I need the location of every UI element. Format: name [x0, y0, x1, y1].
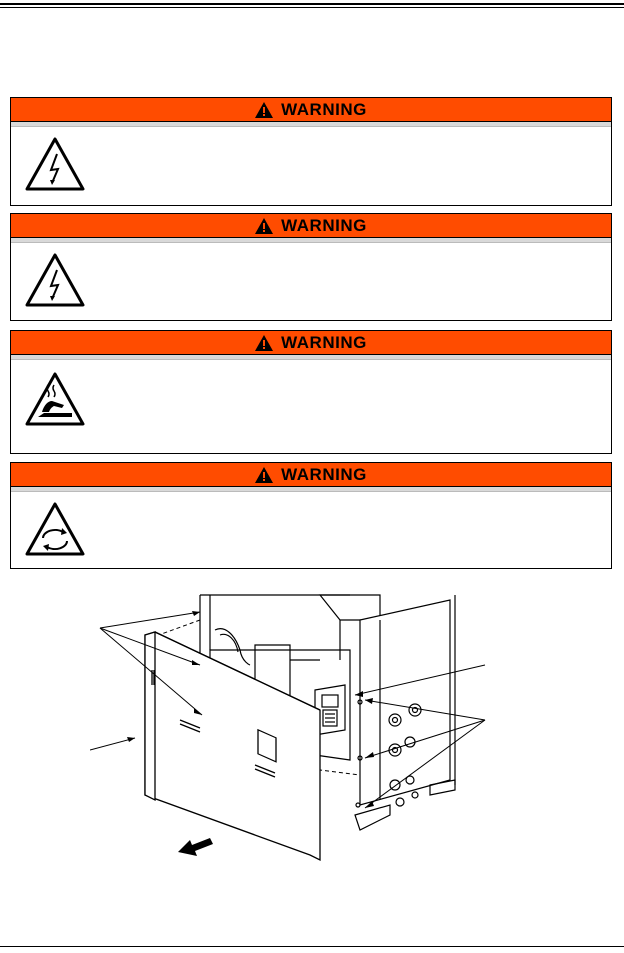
warning-box-rotating-parts: WARNING — [10, 462, 612, 569]
warning-title: WARNING — [281, 464, 367, 484]
warning-header: WARNING — [11, 214, 611, 238]
footer-rule — [0, 946, 624, 947]
warning-box-electric-1: WARNING — [10, 97, 612, 206]
header-rule — [0, 3, 624, 5]
front-panel-removal-illustration — [90, 594, 486, 862]
hot-surface-icon — [25, 372, 85, 426]
rotating-parts-icon — [25, 502, 85, 556]
electric-shock-icon — [25, 253, 85, 307]
alert-triangle-icon — [255, 101, 274, 118]
warning-header: WARNING — [11, 463, 611, 487]
alert-triangle-icon — [255, 217, 274, 234]
alert-triangle-icon — [255, 334, 274, 351]
warning-header: WARNING — [11, 331, 611, 355]
header-rule-thin — [0, 7, 624, 8]
warning-box-hot-surface: WARNING — [10, 330, 612, 454]
warning-header: WARNING — [11, 98, 611, 122]
warning-title: WARNING — [281, 99, 367, 119]
alert-triangle-icon — [255, 466, 274, 483]
warning-box-electric-2: WARNING — [10, 213, 612, 321]
electric-shock-icon — [25, 137, 85, 191]
warning-title: WARNING — [281, 215, 367, 235]
warning-title: WARNING — [281, 332, 367, 352]
